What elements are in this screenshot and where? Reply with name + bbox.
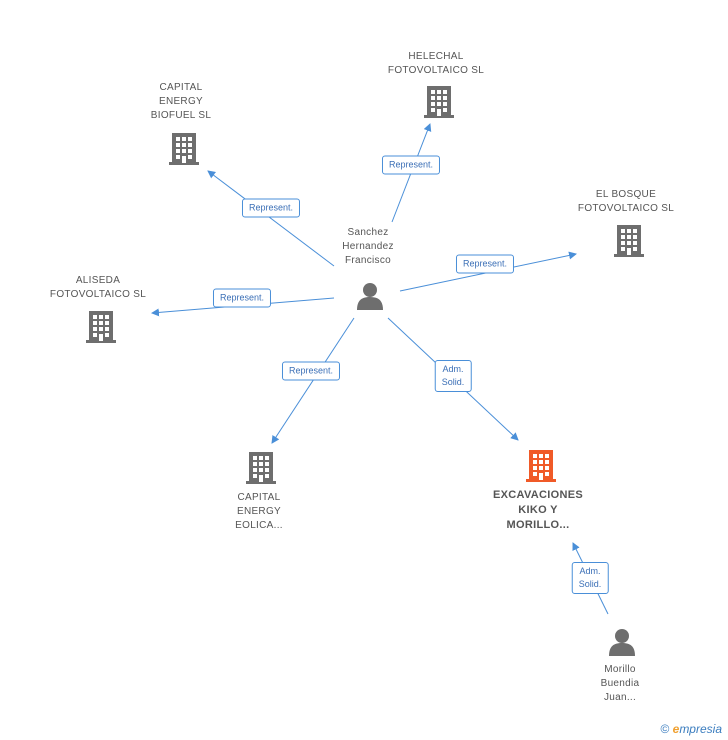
edge-label-excavaciones: Adm. Solid. [434,360,472,392]
node-label-morillo[interactable]: Morillo Buendia Juan... [600,664,640,703]
node-icons [86,86,644,656]
node-label-sanchez[interactable]: Sanchez Hernandez Francisco [342,227,394,266]
edge-label-aliseda: Represent. [212,288,272,308]
building-icon[interactable] [424,86,454,118]
building-icon[interactable] [526,450,556,482]
building-icon[interactable] [86,311,116,343]
brand-logo-e: e [672,722,680,736]
edges [151,123,609,615]
footer-brand[interactable]: © empresia [660,722,722,736]
edge-label-morillo: Adm. Solid. [571,562,609,594]
brand-name: mpresia [679,722,722,736]
node-label-excavaciones[interactable]: EXCAVACIONES KIKO Y MORILLO... [493,489,583,531]
person-icon[interactable] [357,283,383,310]
node-label-aliseda[interactable]: ALISEDA FOTOVOLTAICO SL [49,275,147,300]
node-label-capital-eolica[interactable]: CAPITAL ENERGY EOLICA... [235,492,283,531]
node-label-helechal[interactable]: HELECHAL FOTOVOLTAICO SL [387,51,485,76]
node-label-capital-biofuel[interactable]: CAPITAL ENERGY BIOFUEL SL [150,82,212,121]
building-icon[interactable] [614,225,644,257]
building-icon[interactable] [246,452,276,484]
person-icon[interactable] [609,629,635,656]
node-label-el-bosque[interactable]: EL BOSQUE FOTOVOLTAICO SL [577,189,675,214]
edge-eolica [271,317,355,444]
copyright-symbol: © [660,722,670,736]
edge-label-bosque: Represent. [455,254,515,274]
building-icon[interactable] [169,133,199,165]
edge-biofuel [207,170,335,267]
edge-label-eolica: Represent. [281,361,341,381]
edge-label-helechal: Represent. [381,155,441,175]
edge-label-biofuel: Represent. [241,198,301,218]
